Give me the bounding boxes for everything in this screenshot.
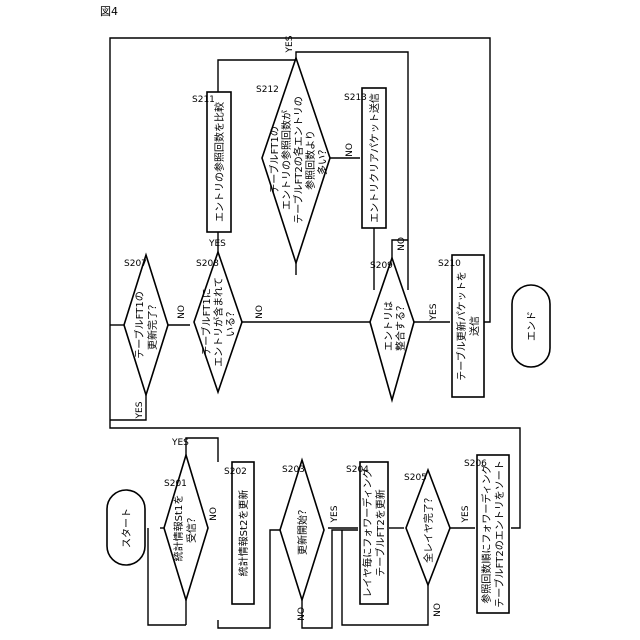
svg-text:S211: S211 — [192, 95, 215, 105]
decision-s212: テーブルFT1の エントリの参照回数が テーブルFT2の各エントリの 参照回数よ… — [256, 58, 330, 263]
svg-text:スタート: スタート — [121, 508, 133, 548]
svg-text:テーブルFT2の各エントリの: テーブルFT2の各エントリの — [292, 96, 305, 223]
process-s204: レイヤ毎にフォワーディング テーブルFT2を更新 S204 — [346, 462, 388, 604]
s201-no-label: NO — [209, 507, 219, 521]
process-s210: テーブル更新パケットを 送信 S210 — [438, 255, 484, 397]
svg-text:S205: S205 — [404, 473, 427, 483]
s209-yes-label: YES — [429, 303, 439, 321]
decision-s207: テーブルFT1の 更新完了？ S207 — [124, 255, 168, 395]
s201-yes-label: YES — [171, 438, 189, 448]
svg-text:エンド: エンド — [527, 311, 538, 341]
svg-text:S207: S207 — [124, 259, 147, 269]
svg-text:テーブルFT2を更新: テーブルFT2を更新 — [374, 489, 387, 576]
end-terminal: エンド — [512, 285, 550, 367]
svg-text:テーブルFT2のエントリをソート: テーブルFT2のエントリをソート — [493, 460, 506, 607]
s212-no-label: NO — [345, 143, 355, 157]
svg-text:テーブルFT1に: テーブルFT1に — [200, 288, 213, 355]
s209-no-label: NO — [397, 237, 407, 251]
svg-text:エントリが含まれて: エントリが含まれて — [212, 277, 225, 367]
s205-no-label: NO — [433, 603, 443, 617]
s207-yes-label: YES — [135, 401, 145, 419]
start-terminal: スタート — [107, 490, 145, 565]
s212-yes-label: YES — [285, 35, 295, 53]
svg-text:S206: S206 — [464, 459, 487, 469]
svg-text:S201: S201 — [164, 479, 187, 489]
svg-text:S208: S208 — [196, 259, 219, 269]
svg-text:S202: S202 — [224, 467, 247, 477]
svg-text:テーブル更新パケットを: テーブル更新パケットを — [455, 271, 468, 380]
figure-label: 図4 — [100, 5, 118, 18]
svg-text:レイヤ毎にフォワーディング: レイヤ毎にフォワーディング — [361, 469, 374, 598]
svg-text:テーブルFT1の: テーブルFT1の — [268, 126, 281, 193]
svg-text:全レイヤ完了？: 全レイヤ完了？ — [422, 493, 435, 563]
svg-text:エントリクリアパケット送信: エントリクリアパケット送信 — [368, 93, 381, 223]
process-s202: 統計情報St2を更新 S202 — [224, 462, 254, 604]
svg-text:S209: S209 — [370, 261, 393, 271]
s208-yes-label: YES — [208, 239, 226, 249]
svg-text:受信？: 受信？ — [186, 513, 198, 543]
svg-text:S204: S204 — [346, 465, 369, 475]
svg-text:統計情報St2を更新: 統計情報St2を更新 — [237, 490, 250, 577]
s205-yes-label: YES — [461, 505, 471, 523]
svg-text:参照回数より: 参照回数より — [304, 130, 317, 190]
process-s206: 参照回数順にフォワーディング テーブルFT2のエントリをソート S206 — [464, 455, 509, 613]
svg-text:テーブルFT1の: テーブルFT1の — [133, 291, 146, 358]
svg-text:統計情報St1を: 統計情報St1を — [172, 495, 185, 562]
svg-text:S212: S212 — [256, 85, 279, 95]
decision-s201: 統計情報St1を 受信？ S201 — [164, 455, 208, 600]
svg-text:多い？: 多い？ — [316, 145, 329, 175]
svg-text:更新完了？: 更新完了？ — [146, 300, 159, 350]
svg-text:参照回数順にフォワーディング: 参照回数順にフォワーディング — [480, 464, 493, 603]
svg-text:送信: 送信 — [468, 316, 481, 336]
svg-text:S203: S203 — [282, 465, 305, 475]
decision-s205: 全レイヤ完了？ S205 — [404, 470, 450, 585]
svg-text:エントリは: エントリは — [383, 301, 395, 351]
s203-no-label: NO — [297, 607, 307, 621]
svg-text:いる？: いる？ — [225, 307, 237, 337]
svg-text:S213: S213 — [344, 93, 367, 103]
process-s211: エントリの参照回数を比較 S211 — [192, 92, 231, 232]
svg-text:更新開始？: 更新開始？ — [296, 505, 309, 555]
svg-text:エントリの参照回数が: エントリの参照回数が — [280, 110, 293, 210]
s203-yes-label: YES — [330, 505, 340, 523]
svg-text:整合する？: 整合する？ — [394, 301, 407, 351]
s208-no-label: NO — [255, 305, 265, 319]
s207-no-label: NO — [177, 305, 187, 319]
svg-text:S210: S210 — [438, 259, 461, 269]
decision-s203: 更新開始？ S203 — [280, 460, 324, 600]
decision-s208: テーブルFT1に エントリが含まれて いる？ S208 — [194, 252, 242, 392]
svg-text:エントリの参照回数を比較: エントリの参照回数を比較 — [213, 102, 226, 222]
